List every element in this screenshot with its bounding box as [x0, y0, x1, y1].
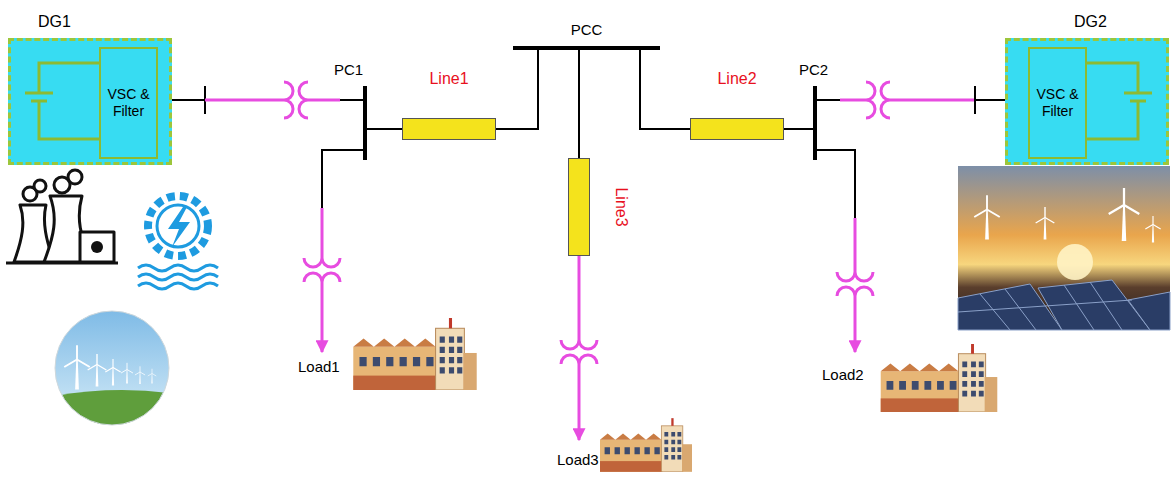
wire-connector [640, 50, 690, 129]
wind-turbine [121, 363, 133, 384]
wire-connector [496, 50, 538, 129]
wind-turbine [88, 354, 107, 386]
wire-connector [172, 99, 363, 101]
node-text: VSC & Filter [1033, 86, 1082, 120]
radiation-mark [91, 241, 103, 253]
load-arrow [578, 374, 581, 440]
sunset-sky [958, 166, 1170, 330]
hydro-icon [138, 196, 218, 289]
line-impedance: Line3 [568, 158, 590, 256]
lightning-bolt [168, 207, 190, 247]
transformer-wire [318, 99, 340, 102]
line-impedance: Line1 [402, 118, 496, 140]
solar-panel [1128, 292, 1170, 330]
water-wave [138, 274, 218, 280]
water-wave [138, 265, 218, 271]
node-label: PC1 [334, 61, 363, 79]
wind-turbine [1145, 216, 1160, 243]
wind-turbine [64, 345, 90, 389]
node-label: Line1 [429, 69, 468, 88]
photo-frame [55, 311, 169, 425]
converter-box: VSC & Filter [1028, 47, 1087, 159]
steam-cloud [68, 170, 82, 184]
wind-turbine [148, 369, 157, 384]
converter-box: VSC & Filter [99, 47, 158, 159]
battery-wire [1124, 92, 1152, 95]
battery-wire [1086, 63, 1138, 93]
transformer-wire [840, 99, 856, 102]
turbine-ring [157, 205, 199, 247]
battery-wire [39, 101, 99, 139]
line-impedance: Line2 [690, 118, 784, 140]
wind-turbine [105, 359, 120, 386]
panel-grid [958, 282, 1132, 330]
bus-bar: PC2 [813, 86, 817, 160]
transformer-symbol [274, 82, 318, 118]
bus-bar: PCC [513, 46, 660, 50]
load-arrow [854, 306, 857, 352]
feeder-wire [817, 150, 855, 218]
node-label: Line2 [717, 69, 756, 88]
ground [55, 390, 169, 425]
battery-wire [25, 92, 53, 95]
wire-connector [817, 99, 1005, 101]
load-label: Load2 [822, 366, 864, 384]
node-label: DG1 [38, 12, 71, 31]
turbine-gear [148, 196, 208, 256]
factory-icon [881, 344, 998, 412]
renewables-photo [958, 166, 1170, 330]
transformer-wire [205, 99, 274, 102]
node-label: DG2 [1074, 12, 1107, 31]
bus-bar: PC1 [363, 86, 367, 160]
load-arrow [321, 292, 324, 352]
wire-connector [578, 50, 580, 158]
factory-icon [600, 418, 692, 472]
wind-turbine [1036, 207, 1055, 239]
generator-unit: DG1VSC & Filter [8, 38, 172, 165]
battery-wire [1086, 101, 1138, 139]
sky [55, 311, 169, 425]
node-label: PCC [571, 21, 603, 39]
feeder-wire [321, 208, 324, 248]
battery-wire [39, 63, 99, 93]
transformer-symbol [304, 248, 340, 292]
node-text: VSC & Filter [104, 86, 153, 120]
transformer-symbol [837, 262, 873, 306]
ground-line [6, 262, 118, 265]
water-wave [138, 283, 218, 289]
wind-farm-photo [55, 311, 169, 425]
steam-cloud [34, 180, 46, 192]
nuclear-plant-icon [6, 170, 118, 263]
load-label: Load3 [557, 451, 599, 469]
wind-turbine [135, 366, 145, 384]
load-label: Load1 [298, 358, 340, 376]
wire-connector [784, 128, 813, 130]
generator-unit: DG2VSC & Filter [1005, 38, 1169, 165]
breaker-tick [974, 86, 976, 114]
feeder-wire [322, 150, 363, 208]
transformer-symbol [561, 330, 597, 374]
wind-turbine [1109, 188, 1140, 241]
transformer-wire [900, 99, 975, 102]
wire-connector [367, 128, 402, 130]
node-label: Line3 [611, 187, 630, 226]
node-label: PC2 [799, 61, 828, 79]
sun [1057, 244, 1093, 280]
wind-turbine [974, 195, 1000, 239]
factory-icon [353, 318, 476, 390]
reactor-building [80, 232, 114, 262]
feeder-wire [578, 256, 581, 330]
transformer-symbol [856, 82, 900, 118]
feeder-wire [854, 218, 857, 262]
